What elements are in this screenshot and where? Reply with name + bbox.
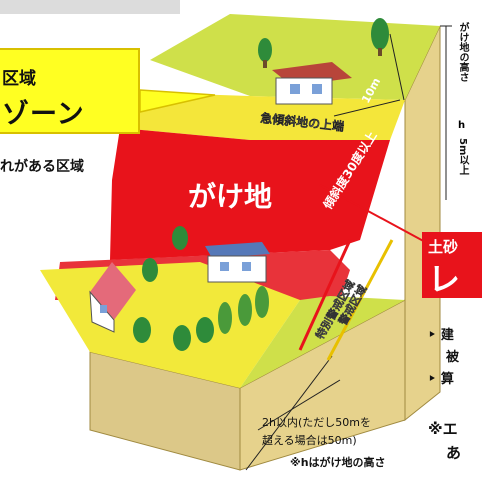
upper-plateau bbox=[150, 14, 440, 100]
zone-callout-top: 区域 bbox=[2, 69, 36, 89]
upper-warning-band bbox=[120, 92, 405, 140]
bullet-2: ‣ 算 bbox=[428, 372, 454, 387]
right-badge-top: 土砂 bbox=[428, 238, 459, 256]
cliff-badge: がけ地 bbox=[168, 172, 292, 218]
upper-house-icon bbox=[272, 62, 352, 105]
blue-roof-house-icon bbox=[205, 242, 270, 283]
distance-dimension bbox=[245, 355, 341, 471]
bullet-1: ‣ 建 bbox=[428, 328, 454, 343]
zone-callout-subtext: れがある区域 bbox=[0, 159, 84, 175]
vertical-label-cliff-height: がけ地の高さ bbox=[457, 22, 468, 82]
slope-height-dimension bbox=[440, 25, 452, 200]
red-badge-arrow bbox=[319, 184, 441, 251]
right-red-badge: 土砂 レ bbox=[422, 232, 482, 298]
vertical-label-5m: 5m以上 bbox=[457, 138, 468, 176]
zone-arrows bbox=[298, 239, 352, 351]
warning-zone-arrow bbox=[326, 239, 394, 361]
right-badge-main: レ bbox=[428, 260, 461, 298]
ten-m-dimension bbox=[333, 33, 405, 117]
note-2: あ bbox=[446, 444, 462, 462]
zone-callout-pointer bbox=[139, 89, 216, 113]
lower-plateau bbox=[90, 296, 405, 388]
distance-note-2: 超える場合は50m) bbox=[262, 433, 357, 447]
pink-roof-house-icon bbox=[89, 262, 136, 333]
lower-trees-icon bbox=[133, 226, 269, 351]
distance-note-1: 2h以内(ただし50mを bbox=[262, 415, 371, 429]
upper-tree-icon bbox=[258, 18, 389, 68]
height-note: ※hはがけ地の高さ bbox=[290, 455, 386, 469]
zone-callout-main: ゾーン bbox=[2, 99, 85, 130]
header-strip bbox=[0, 0, 180, 14]
vertical-label-h: h bbox=[458, 120, 466, 131]
bullet-1b: 被 bbox=[446, 350, 460, 365]
zone-callout: 区域 ゾーン bbox=[0, 48, 140, 134]
note-1: ※エ bbox=[428, 420, 458, 438]
